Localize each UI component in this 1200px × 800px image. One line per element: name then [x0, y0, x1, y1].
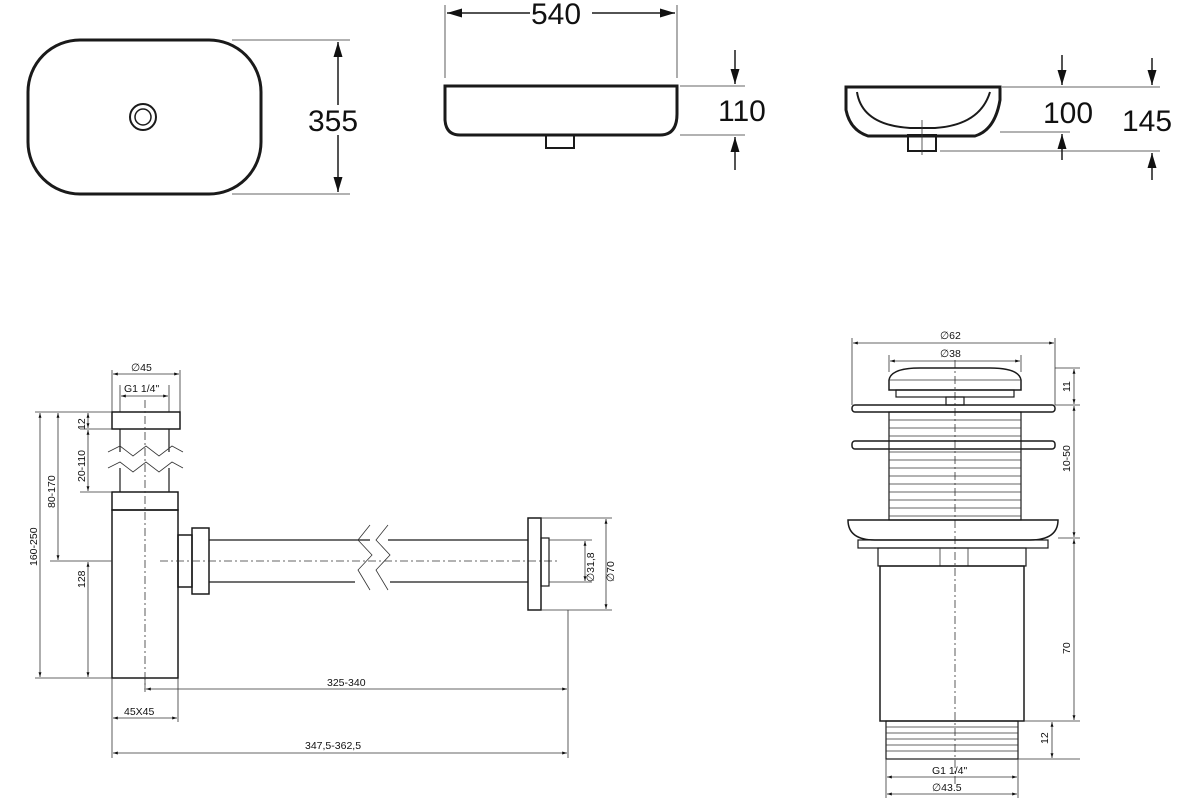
- drain-top-dia-label: ∅62: [940, 330, 961, 342]
- siphon-reach-total-label: 347,5-362,5: [305, 740, 361, 752]
- drain-thread-range-label: 10-50: [1061, 445, 1073, 472]
- drain-thread-label: G1 1/4": [932, 765, 968, 777]
- siphon-upper-range-label: 80-170: [46, 475, 58, 508]
- siphon-cap-height-label: 12: [76, 418, 88, 430]
- basin-side-section: 100 145: [844, 55, 1172, 180]
- siphon-drawing: ∅45 G1 1/4" ∅31,8: [28, 362, 617, 758]
- basin-depth-label: 355: [308, 105, 358, 138]
- basin-width-label: 540: [531, 0, 581, 31]
- siphon-reach-inner-label: 325-340: [327, 677, 366, 689]
- basin-height-label: 110: [718, 95, 766, 128]
- siphon-body-section-label: 45X45: [124, 706, 155, 718]
- drain-cap-dia-label: ∅38: [940, 348, 961, 360]
- siphon-body-height-label: 128: [76, 570, 88, 588]
- basin-front-view: 540 110: [443, 0, 766, 170]
- drain-body-height-label: 70: [1061, 642, 1073, 654]
- siphon-thread-label: G1 1/4": [124, 383, 160, 395]
- drain-drawing: ∅62 ∅38 11: [847, 330, 1080, 798]
- basin-inner-depth-label: 100: [1043, 97, 1093, 130]
- drain-bottom-dia-label: ∅43.5: [932, 782, 962, 794]
- drain-thread: [889, 419, 1021, 517]
- basin-total-height-label: 145: [1122, 105, 1172, 138]
- siphon-total-range-label: 160-250: [28, 527, 40, 566]
- siphon-adjust-range-label: 20-110: [76, 450, 88, 482]
- drain-cap-height-label: 11: [1061, 381, 1073, 392]
- siphon-outer-dia-label: ∅45: [131, 362, 152, 374]
- basin-top-view: 355: [26, 38, 358, 196]
- siphon-pipe-dia-label: ∅31,8: [585, 552, 597, 582]
- drain-bottom-thread-label: 12: [1039, 732, 1051, 744]
- siphon-flange-dia-label: ∅70: [605, 561, 617, 582]
